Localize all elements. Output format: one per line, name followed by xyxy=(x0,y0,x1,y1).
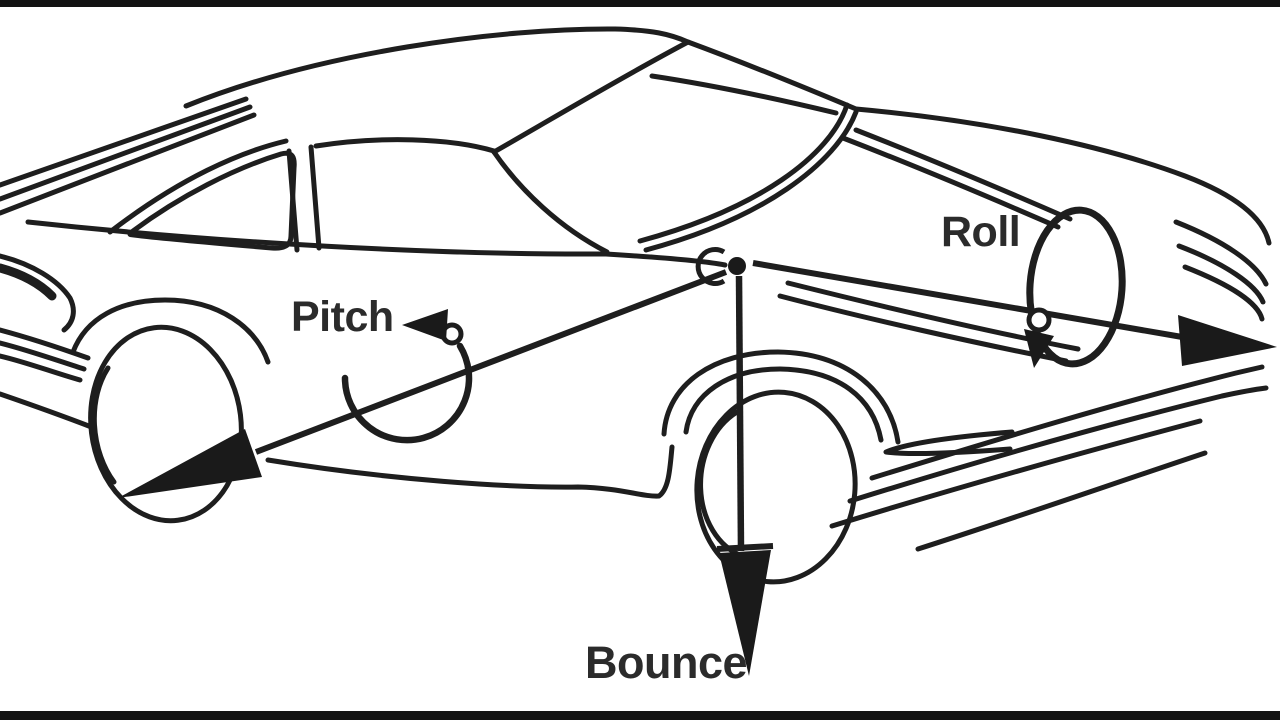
rear-deck-lines xyxy=(0,96,257,216)
roll-label: Roll xyxy=(941,208,1021,256)
pitch-rotation-arrow xyxy=(341,309,473,444)
bounce-label: Bounce xyxy=(585,637,748,688)
rear-bumper xyxy=(0,253,97,431)
top-frame-bar xyxy=(0,0,1280,7)
door-window-top xyxy=(313,137,497,154)
bounce-arrow xyxy=(716,275,774,676)
front-nose xyxy=(853,106,1272,322)
pitch-axis-arrow xyxy=(118,269,728,498)
car-line-art xyxy=(0,26,1272,585)
rocker-lines xyxy=(829,364,1269,552)
rear-wheel xyxy=(70,297,271,524)
pivot-point xyxy=(695,247,746,286)
windshield xyxy=(491,39,859,255)
bottom-frame-bar xyxy=(0,711,1280,720)
underbody-line xyxy=(265,444,675,499)
pitch-label: Pitch xyxy=(291,293,394,341)
roofline xyxy=(183,26,691,109)
front-wheel xyxy=(661,349,901,585)
beltline xyxy=(25,219,728,268)
quarter-window-trim xyxy=(107,138,289,235)
roll-rotation-arrow xyxy=(1024,206,1126,368)
